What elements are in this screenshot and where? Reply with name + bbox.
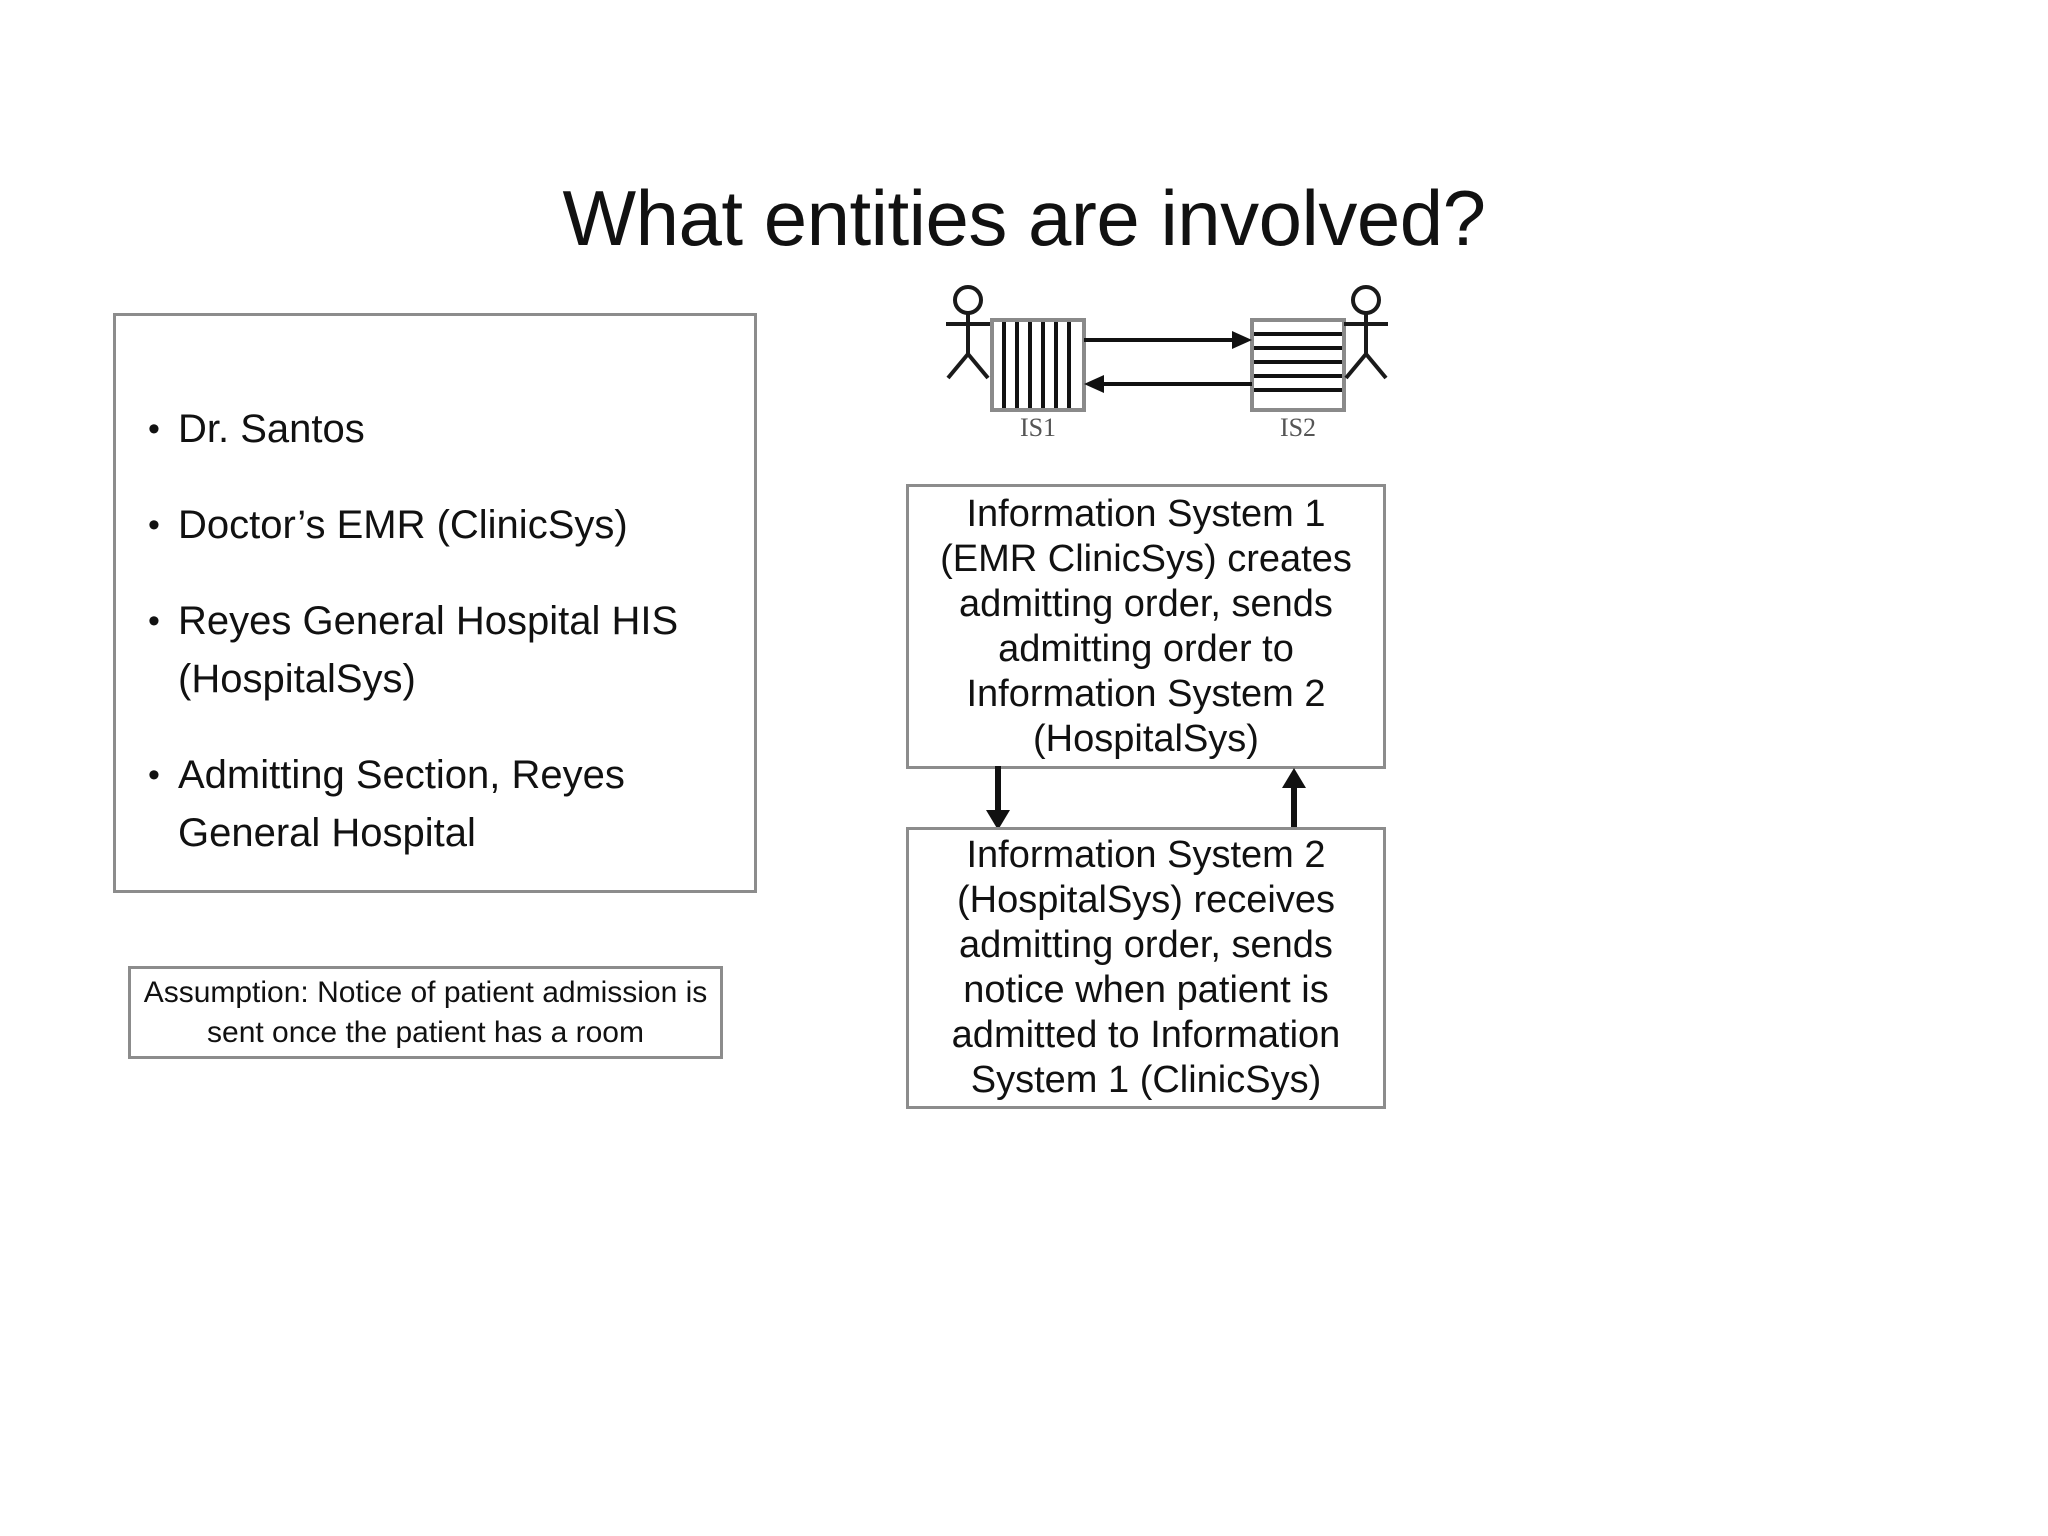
- list-item: • Reyes General Hospital HIS (HospitalSy…: [116, 592, 740, 708]
- entity-label: Reyes General Hospital HIS (HospitalSys): [178, 599, 679, 701]
- stick-figure-icon-left: [946, 285, 990, 380]
- flow-box-1-text: Information System 1 (EMR ClinicSys) cre…: [940, 492, 1352, 760]
- arrow-is2-to-is1: [1084, 375, 1252, 393]
- bullet-icon: •: [148, 506, 160, 544]
- entity-label: Doctor’s EMR (ClinicSys): [178, 503, 628, 547]
- system-interaction-diagram: IS1 IS2: [930, 278, 1400, 448]
- page-title: What entities are involved?: [562, 174, 1487, 262]
- list-item: • Dr. Santos: [116, 400, 740, 458]
- entities-list: • Dr. Santos • Doctor’s EMR (ClinicSys) …: [116, 400, 754, 862]
- is1-label: IS1: [1020, 413, 1056, 442]
- flow-box-system-2: Information System 2 (HospitalSys) recei…: [906, 827, 1386, 1109]
- bullet-icon: •: [148, 756, 160, 794]
- entity-label: Admitting Section, Reyes General Hospita…: [178, 753, 625, 855]
- flow-box-system-1: Information System 1 (EMR ClinicSys) cre…: [906, 484, 1386, 769]
- assumption-box: Assumption: Notice of patient admission …: [128, 966, 723, 1059]
- arrow-up-icon: [1282, 768, 1306, 832]
- is2-node: [1250, 318, 1346, 412]
- is1-node: [990, 318, 1086, 412]
- is2-label: IS2: [1280, 413, 1316, 442]
- bullet-icon: •: [148, 410, 160, 448]
- entity-label: Dr. Santos: [178, 407, 365, 451]
- bullet-icon: •: [148, 602, 160, 640]
- list-item: • Admitting Section, Reyes General Hospi…: [116, 746, 740, 862]
- arrow-is1-to-is2: [1084, 331, 1252, 349]
- arrow-down-icon: [986, 766, 1010, 830]
- stick-figure-icon-right: [1344, 285, 1388, 380]
- assumption-text: Assumption: Notice of patient admission …: [143, 975, 708, 1049]
- entities-panel: • Dr. Santos • Doctor’s EMR (ClinicSys) …: [113, 313, 757, 893]
- flow-box-2-text: Information System 2 (HospitalSys) recei…: [951, 834, 1341, 1101]
- list-item: • Doctor’s EMR (ClinicSys): [116, 496, 740, 554]
- flow-connectors: [906, 766, 1386, 832]
